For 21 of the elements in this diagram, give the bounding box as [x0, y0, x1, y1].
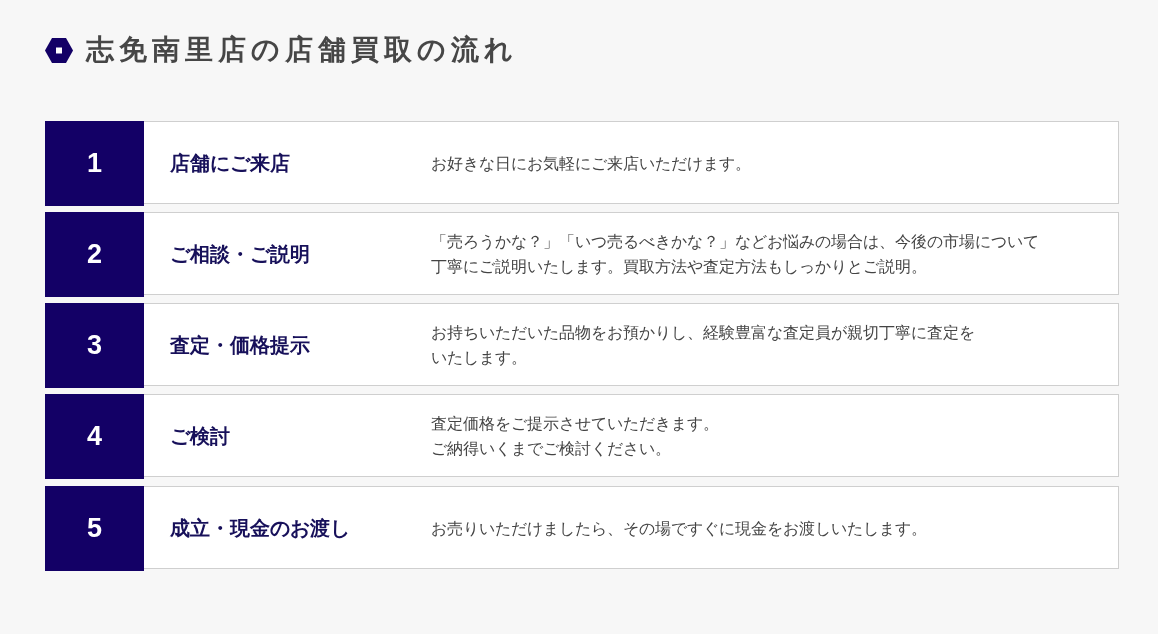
step-card	[45, 303, 1119, 386]
step-number: 2	[45, 212, 144, 297]
step-card	[45, 486, 1119, 569]
step-number: 5	[45, 486, 144, 571]
step-description: 「売ろうかな？」「いつ売るべきかな？」などお悩みの場合は、今後の市場について丁寧にご説明いたします。買取方法や査定方法もしっかりとご説明。	[431, 230, 1040, 278]
step-number: 4	[45, 394, 144, 479]
step-heading: ご相談・ご説明	[170, 241, 310, 266]
step-card	[45, 394, 1119, 477]
step-heading: ご検討	[170, 423, 230, 448]
step-card	[45, 212, 1119, 295]
step-description: お好きな日にお気軽にご来店いただけます。	[431, 152, 752, 174]
step-heading: 査定・価格提示	[170, 332, 310, 357]
step-description: お売りいただけましたら、その場ですぐに現金をお渡しいたします。	[431, 517, 928, 539]
title: 志免南里店の店舗買取の流れ	[86, 32, 518, 68]
step-number: 3	[45, 303, 144, 388]
step-description: 査定価格をご提示させていただきます。ご納得いくまでご検討ください。	[431, 412, 720, 460]
step-heading: 店舗にご来店	[170, 150, 290, 175]
step-description: お持ちいただいた品物をお預かりし、経験豊富な査定員が親切丁寧に査定をいたします。	[431, 321, 976, 369]
step-number: 1	[45, 121, 144, 206]
step-card	[45, 121, 1119, 204]
step-heading: 成立・現金のお渡し	[170, 515, 350, 540]
